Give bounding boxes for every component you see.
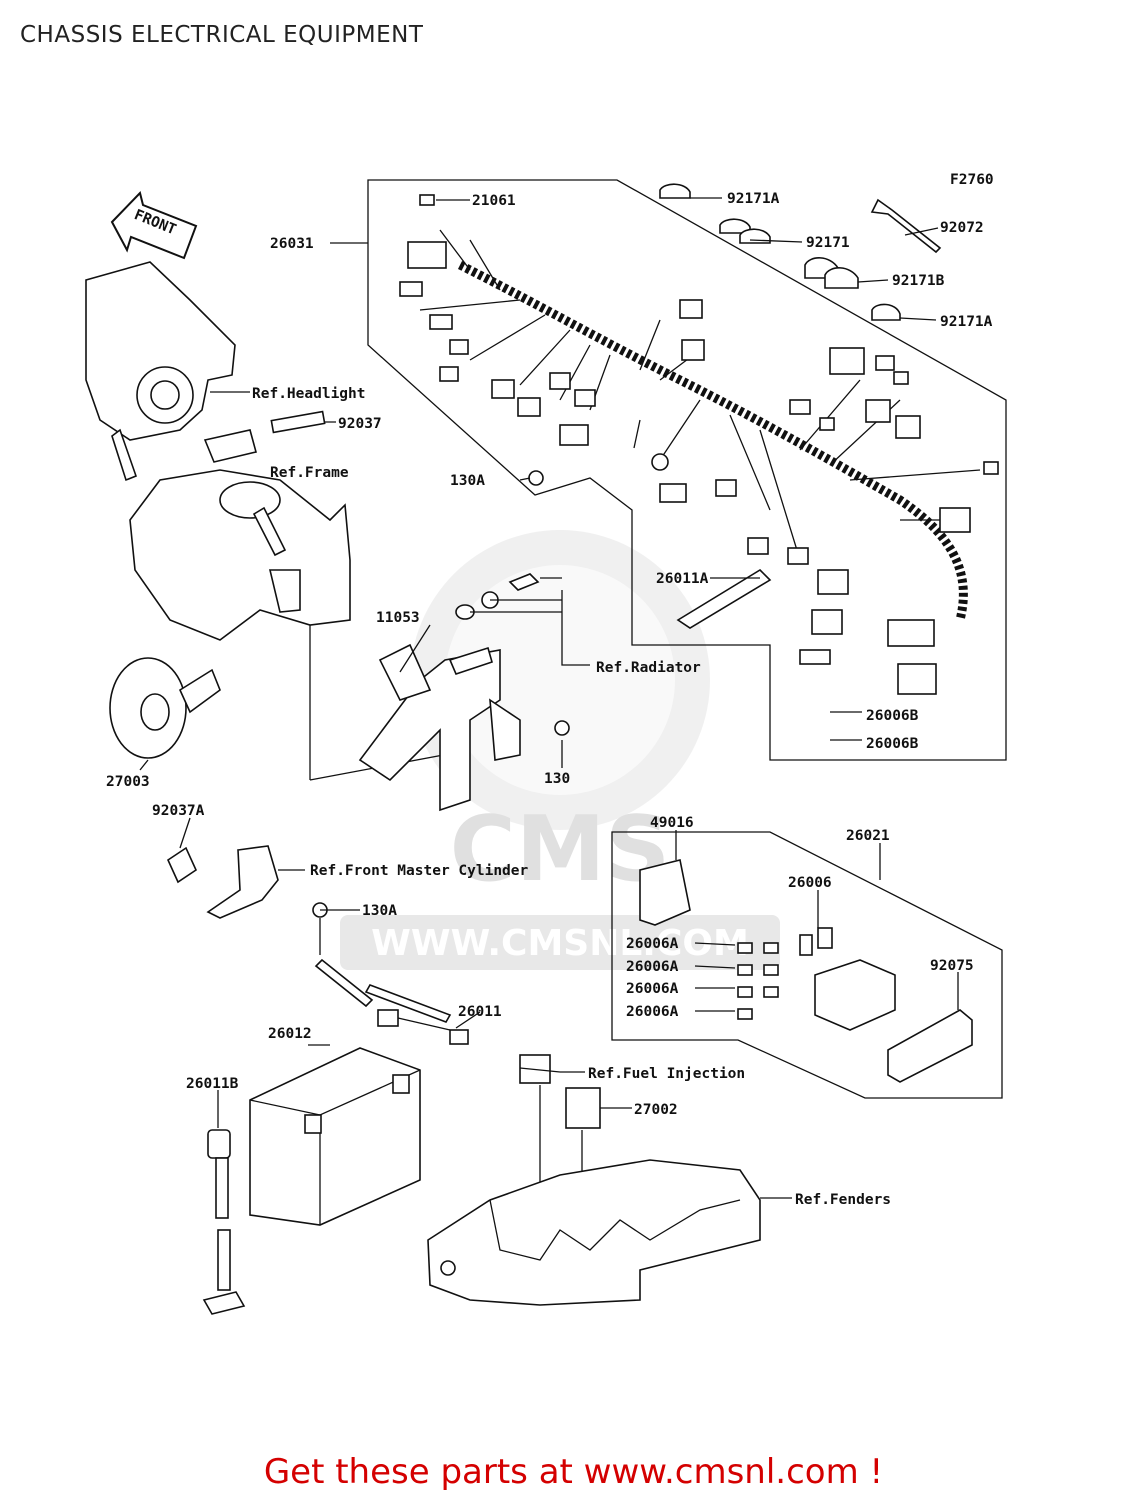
- frame: [129, 469, 351, 641]
- label-92037: 92037: [338, 416, 382, 432]
- parts-diagram: CMS WWW.CMSNL.COM FRONT F2760: [85, 172, 1007, 1315]
- label-26021: 26021: [846, 828, 890, 844]
- main-harness: [399, 194, 999, 695]
- label-26006B-2: 26006B: [866, 736, 919, 752]
- label-26011A: 26011A: [656, 571, 709, 587]
- label-130A-1: 130A: [450, 473, 485, 489]
- figure-code: F2760: [950, 172, 994, 188]
- harness-outline: [367, 179, 1007, 761]
- label-ref-fenders: Ref.Fenders: [795, 1192, 891, 1208]
- callout-labels: 21061 92171A 92171 92072 92171B 92171A 2…: [106, 191, 993, 1208]
- label-49016: 49016: [650, 815, 694, 831]
- master-cylinder-parts: [166, 845, 279, 919]
- label-26006: 26006: [788, 875, 832, 891]
- battery: [249, 1047, 421, 1226]
- radiator-bracket: [309, 470, 570, 812]
- relay-box-parts: [639, 859, 973, 1083]
- label-ref-frame: Ref.Frame: [270, 465, 349, 481]
- label-26006A-2: 26006A: [626, 959, 679, 975]
- label-92171B: 92171B: [892, 273, 945, 289]
- leader-lines: [139, 197, 959, 1199]
- label-26006B-1: 26006B: [866, 708, 919, 724]
- label-92072: 92072: [940, 220, 984, 236]
- fenders-tray: [427, 1159, 761, 1306]
- label-130: 130: [544, 771, 570, 787]
- label-26012: 26012: [268, 1026, 312, 1042]
- label-26011: 26011: [458, 1004, 502, 1020]
- headlight-bracket: [85, 261, 326, 482]
- label-26031: 26031: [270, 236, 314, 252]
- page-title: CHASSIS ELECTRICAL EQUIPMENT: [20, 22, 424, 48]
- label-ref-fuel-injection: Ref.Fuel Injection: [588, 1066, 745, 1082]
- label-ref-headlight: Ref.Headlight: [252, 386, 366, 402]
- label-11053: 11053: [376, 610, 420, 626]
- label-92171A-2: 92171A: [940, 314, 993, 330]
- label-27002: 27002: [634, 1102, 678, 1118]
- watermark: CMS WWW.CMSNL.COM: [340, 530, 780, 970]
- footer-link[interactable]: Get these parts at www.cmsnl.com !: [263, 1452, 884, 1492]
- watermark-brand: CMS: [450, 797, 670, 902]
- label-92037A: 92037A: [152, 803, 205, 819]
- label-92171: 92171: [806, 235, 850, 251]
- label-130A-2: 130A: [362, 903, 397, 919]
- cable-26011: [312, 902, 469, 1045]
- watermark-url: WWW.CMSNL.COM: [371, 923, 749, 964]
- front-arrow: FRONT: [110, 191, 198, 260]
- label-27003: 27003: [106, 774, 150, 790]
- label-26006A-1: 26006A: [626, 936, 679, 952]
- label-26011B: 26011B: [186, 1076, 239, 1092]
- strap-26011B: [202, 1129, 246, 1315]
- relay-box-outline: [611, 831, 1003, 1099]
- label-26006A-4: 26006A: [626, 1004, 679, 1020]
- label-ref-radiator: Ref.Radiator: [596, 660, 701, 676]
- label-ref-front-master-cylinder: Ref.Front Master Cylinder: [310, 863, 529, 879]
- label-92171A-1: 92171A: [727, 191, 780, 207]
- label-26006A-3: 26006A: [626, 981, 679, 997]
- horn: [109, 657, 221, 759]
- clamps: [659, 183, 942, 321]
- label-92075: 92075: [930, 958, 974, 974]
- label-21061: 21061: [472, 193, 516, 209]
